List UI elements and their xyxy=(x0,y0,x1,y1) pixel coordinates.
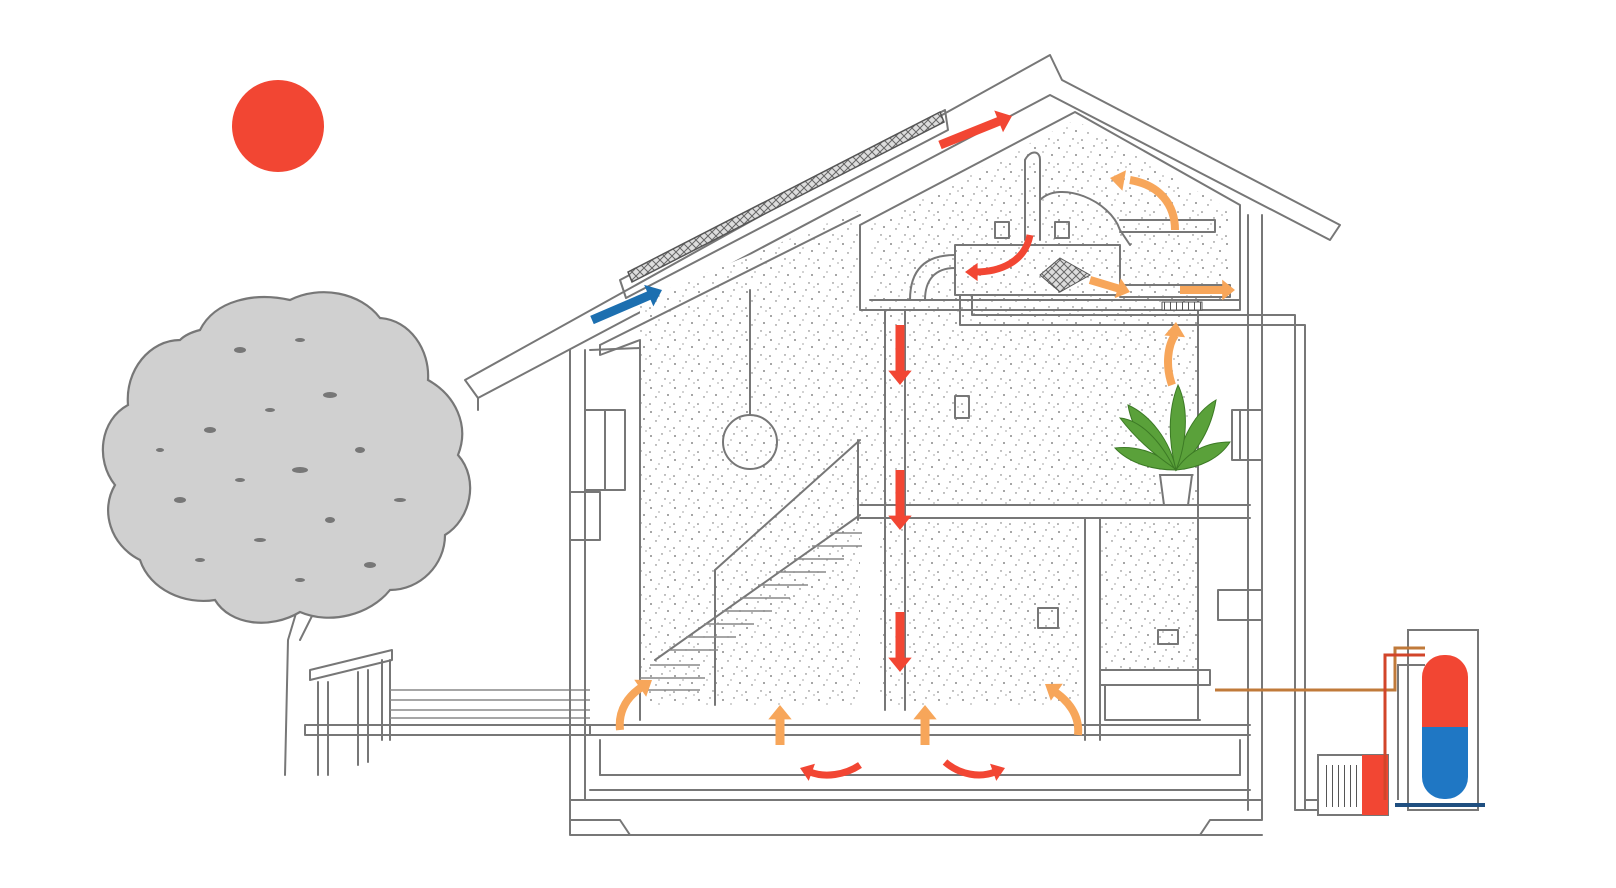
arrow-icon xyxy=(1180,279,1235,301)
arrow-icon xyxy=(808,762,862,779)
potted-plant-icon xyxy=(1113,383,1231,506)
arrow-icon xyxy=(800,763,815,781)
arrow-icon xyxy=(1045,683,1063,701)
arrow-icon xyxy=(1110,170,1126,191)
roof xyxy=(464,54,1341,411)
arrow-icon xyxy=(913,705,937,745)
arrow-icon xyxy=(1088,276,1130,299)
water-pipes xyxy=(1215,646,1425,811)
tree-icon xyxy=(101,291,472,776)
sun-icon xyxy=(232,80,324,172)
air-flow-arrows xyxy=(590,110,1235,781)
arrow-icon xyxy=(974,234,1034,276)
house-structure xyxy=(569,111,1263,836)
arrow-icon xyxy=(888,612,912,672)
roof-solar-collector-icon xyxy=(627,110,945,284)
arrow-icon xyxy=(888,470,912,530)
arrow-icon xyxy=(1129,176,1179,231)
pendant-lamp-icon xyxy=(722,289,778,470)
deck xyxy=(304,649,591,776)
arrow-icon xyxy=(1164,332,1179,387)
arrow-icon xyxy=(1164,322,1186,338)
arrow-icon xyxy=(888,325,912,385)
staircase xyxy=(640,439,862,706)
arrow-icon xyxy=(990,763,1005,781)
arrow-icon xyxy=(938,110,1012,150)
arrow-icon xyxy=(590,284,662,325)
hot-water-tank-icon xyxy=(1395,629,1485,811)
arrow-icon xyxy=(615,681,648,731)
arrow-icon xyxy=(768,705,792,745)
heat-pump-unit-icon xyxy=(1317,754,1389,816)
arrow-icon xyxy=(942,759,997,779)
arrow-icon xyxy=(965,262,978,282)
arrow-icon xyxy=(634,679,652,697)
